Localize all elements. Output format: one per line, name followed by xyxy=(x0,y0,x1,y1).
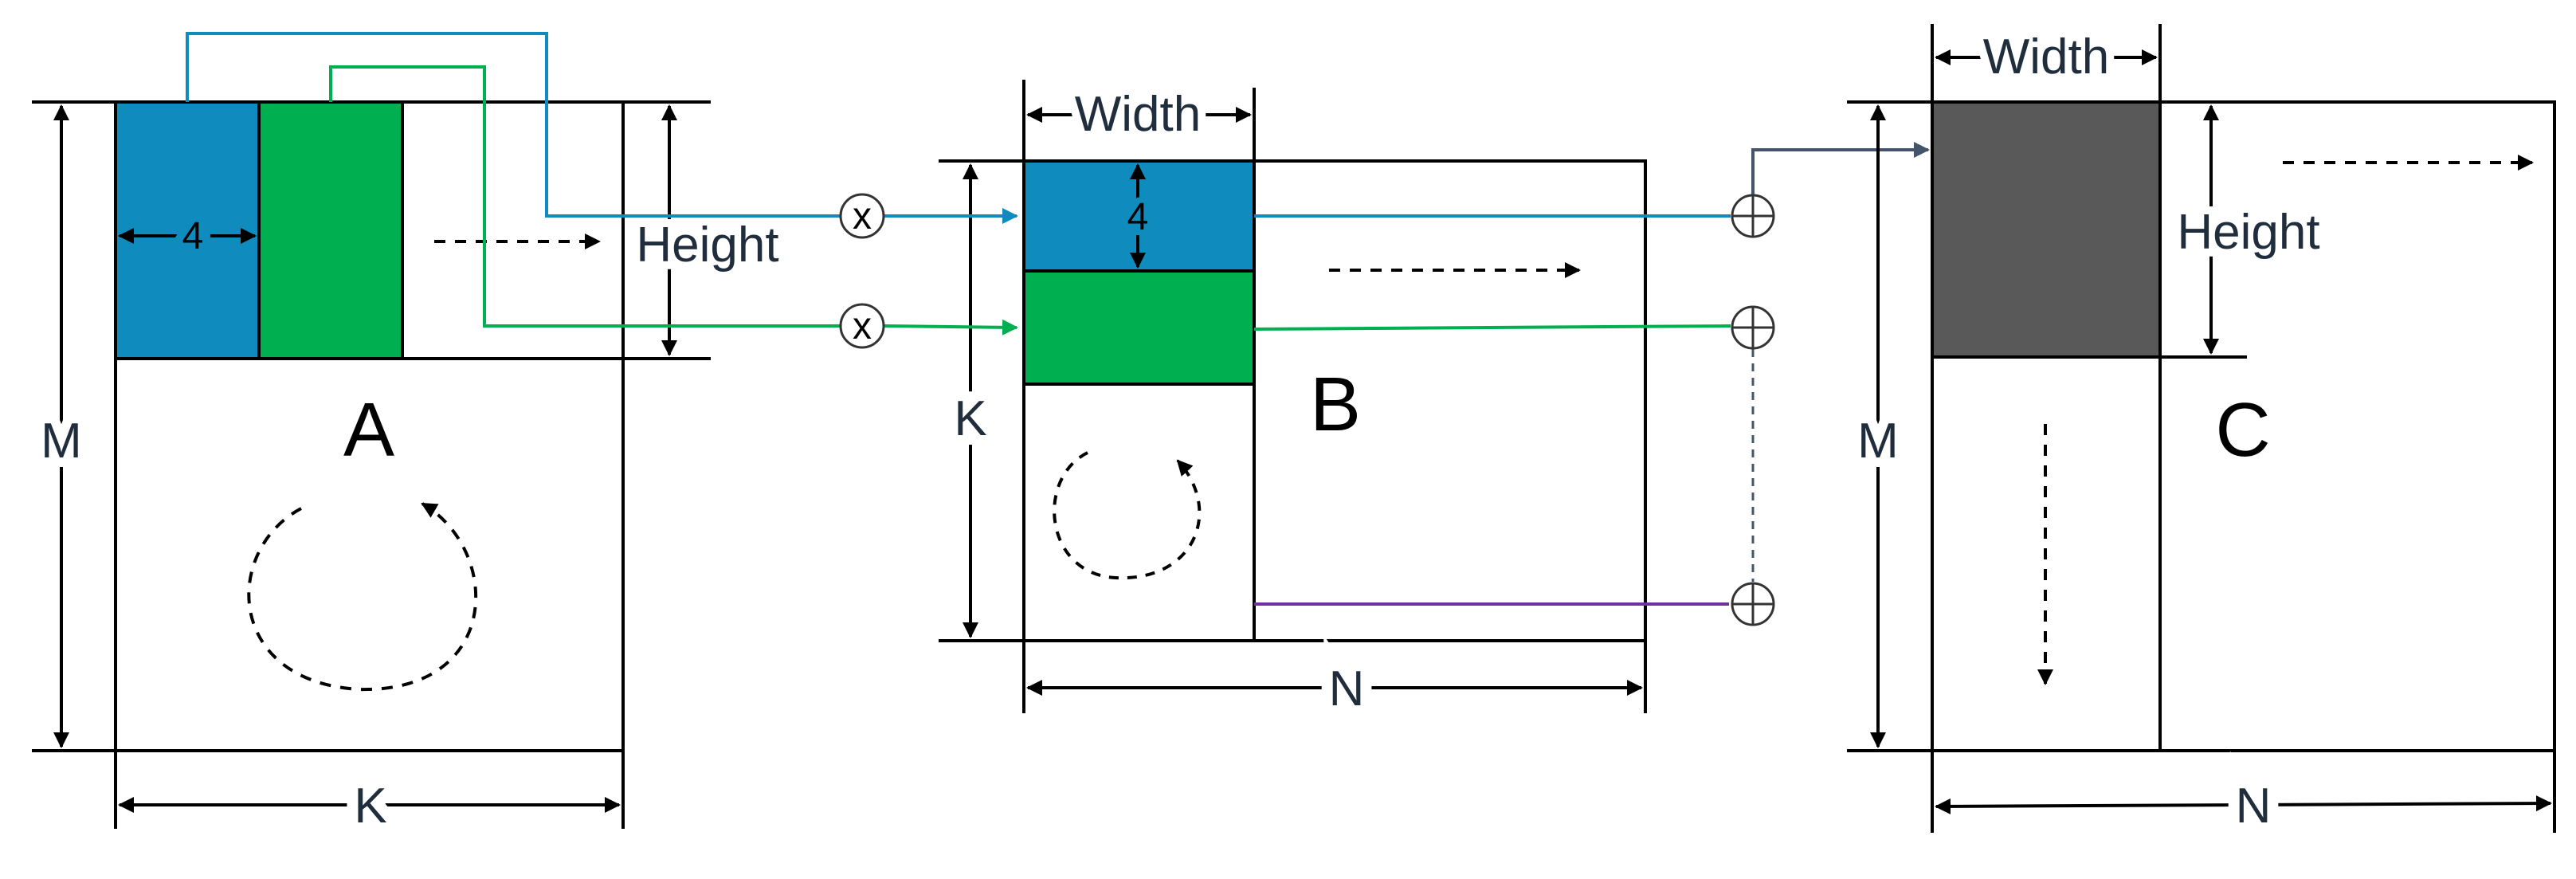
multiply-symbol: x xyxy=(853,305,872,347)
green-connector-to-b xyxy=(884,319,1018,336)
matrix-a-loop-arrow xyxy=(247,502,478,692)
accumulators: + xyxy=(1731,142,1930,626)
matrix-b-green-row xyxy=(1024,271,1254,384)
multiply-operator-blue: x xyxy=(839,193,885,239)
accumulator-to-c-connector xyxy=(1751,142,1930,195)
green-connector xyxy=(329,65,841,328)
matrix-b-label: B xyxy=(1310,362,1361,447)
matrix-b-outline xyxy=(1022,159,1647,642)
matrix-c-cols-label: N xyxy=(2236,779,2272,834)
matrix-a-block-width-label: 4 xyxy=(182,215,204,257)
matrix-b-width-label: Width xyxy=(1075,87,1201,142)
matrix-a-rows-label: M xyxy=(41,414,82,469)
matrix-b-cols-label: N xyxy=(1329,661,1365,716)
matrix-b-block-height-label: 4 xyxy=(1127,196,1149,238)
matrix-c-n-arrow xyxy=(1935,795,2552,814)
matrix-a-green-column xyxy=(259,102,402,359)
matrix-c-outline xyxy=(1931,100,2556,752)
matrix-a: M K Height 4 A xyxy=(31,100,787,845)
matrix-c-width-label: Width xyxy=(1983,29,2109,84)
matrix-b: Width K N 4 B xyxy=(939,79,1731,728)
matrix-a-cols-label: K xyxy=(354,779,386,834)
matrix-a-label: A xyxy=(343,387,394,473)
matrix-c-rows-label: M xyxy=(1857,414,1899,469)
accumulate-operator-purple xyxy=(1731,582,1775,626)
blue-connector xyxy=(186,32,841,218)
accumulate-operator-blue xyxy=(1731,194,1775,238)
matrix-c-output-tile xyxy=(1932,102,2160,357)
matrix-c-label: C xyxy=(2215,387,2270,473)
matrix-b-loop-arrow xyxy=(1053,451,1202,580)
accumulate-operator-green xyxy=(1731,305,1775,350)
matrix-c-height-label: Height xyxy=(2177,205,2319,260)
matrix-a-height-label: Height xyxy=(636,218,778,273)
multiply-operator-green: x xyxy=(839,303,885,349)
matrix-b-green-row-line xyxy=(1253,324,1731,331)
matrix-c: Width Height M N C xyxy=(1847,22,2556,845)
matrix-b-rows-label: K xyxy=(954,391,986,446)
multiply-symbol: x xyxy=(853,195,872,237)
connectors-a-to-b: x x xyxy=(186,32,1018,349)
